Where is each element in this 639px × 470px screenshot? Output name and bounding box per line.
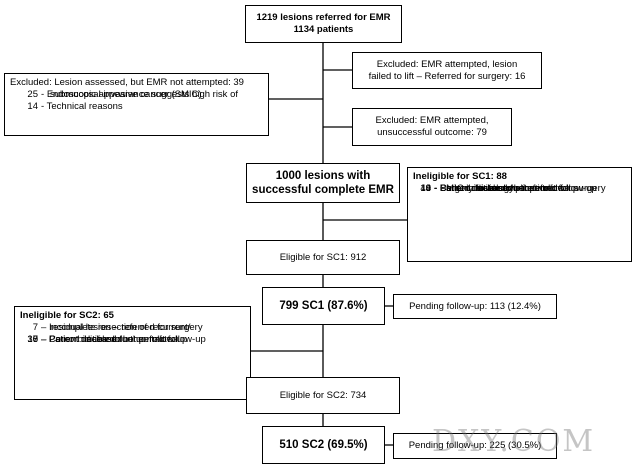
item-count: 10 bbox=[420, 183, 431, 194]
box-excluded-unsuccessful: Excluded: EMR attempted, unsuccessful ou… bbox=[352, 108, 512, 146]
failed-lift-line-1: Excluded: EMR attempted, lesion bbox=[376, 58, 518, 70]
item-desc: Comorbidities do not permit follow-up bbox=[439, 183, 597, 194]
list-item-continuation: residual lesion – referred for surgery bbox=[20, 322, 245, 334]
pending-sc1-label: Pending follow-up: 113 (12.4%) bbox=[409, 300, 541, 312]
item-count: 9 bbox=[425, 183, 431, 194]
item-desc: Endoscopic appearance suggests high risk… bbox=[46, 89, 238, 100]
item-desc: Patient unable to be contacted bbox=[439, 183, 569, 194]
item-desc: Technical reasons bbox=[46, 101, 123, 112]
item-desc-cont: residual lesion – referred for surgery bbox=[50, 322, 203, 333]
eligible-sc1-label: Eligible for SC1: 912 bbox=[279, 251, 367, 263]
box-eligible-sc2: Eligible for SC2: 734 bbox=[246, 377, 400, 414]
item-count: 4 bbox=[425, 183, 431, 194]
successful-line-1: 1000 lesions with bbox=[275, 170, 371, 182]
unsuccessful-line-1: Excluded: EMR attempted, bbox=[375, 115, 489, 126]
box-ineligible-sc1: Ineligible for SC1: 88 43- SMIC in histo… bbox=[407, 167, 632, 262]
item-desc-cont: submucosal invasive cancer (SMIC) bbox=[50, 89, 202, 100]
sc1-label: 799 SC1 (87.6%) bbox=[279, 300, 368, 312]
box-pending-sc2: Pending follow-up: 225 (30.5%) bbox=[393, 433, 557, 459]
pending-sc2-label: Pending follow-up: 225 (30.5%) bbox=[408, 440, 542, 451]
item-count: 25 bbox=[27, 89, 38, 100]
item-desc: Patient deceased bbox=[439, 183, 514, 194]
box-sc1: 799 SC1 (87.6%) bbox=[262, 287, 385, 325]
ineligible-sc1-heading: Ineligible for SC1: 88 bbox=[413, 171, 507, 182]
item-count: 5 bbox=[32, 334, 38, 345]
item-desc: Comorbidities do not permit follow-up bbox=[48, 334, 206, 345]
unsuccessful-line-2: unsuccessful outcome: 79 bbox=[377, 127, 487, 138]
item-count: 9 bbox=[425, 183, 431, 194]
item-count: 10 bbox=[27, 334, 38, 345]
item-count: 6 bbox=[32, 334, 38, 345]
referred-line-2: 1134 patients bbox=[293, 24, 354, 35]
item-desc: Patient declined further follow-up bbox=[439, 183, 579, 194]
item-desc: Patient unable to be contacted bbox=[48, 334, 178, 345]
box-excluded-not-attempted: Excluded: Lesion assessed, but EMR not a… bbox=[4, 73, 269, 136]
sc2-label: 510 SC2 (69.5%) bbox=[279, 439, 368, 451]
item-count: 14 bbox=[27, 101, 38, 112]
box-successful-emr: 1000 lesions with successful complete EM… bbox=[246, 163, 400, 203]
ineligible-sc2-heading: Ineligible for SC2: 65 bbox=[20, 310, 114, 321]
item-desc: Incomplete resection of recurrent/ bbox=[48, 322, 191, 333]
box-ineligible-sc2: Ineligible for SC2: 65 7– Incomplete res… bbox=[14, 306, 251, 400]
box-pending-sc1: Pending follow-up: 113 (12.4%) bbox=[393, 294, 557, 319]
box-sc2: 510 SC2 (69.5%) bbox=[262, 426, 385, 464]
item-count: 13 bbox=[420, 183, 431, 194]
excluded-not-attempted-heading: Excluded: Lesion assessed, but EMR not a… bbox=[10, 77, 244, 88]
item-count: 37 bbox=[27, 334, 38, 345]
item-count: 43 bbox=[420, 183, 431, 194]
item-desc: Patient deceased bbox=[48, 334, 123, 345]
box-lesions-referred: 1219 lesions referred for EMR 1134 patie… bbox=[245, 5, 402, 43]
item-desc: Surgery for a complication bbox=[439, 183, 551, 194]
item-count: 7 bbox=[32, 322, 38, 333]
referred-line-1: 1219 lesions referred for EMR bbox=[256, 12, 391, 23]
box-excluded-failed-lift: Excluded: EMR attempted, lesion failed t… bbox=[352, 52, 542, 89]
successful-line-2: successful complete EMR bbox=[252, 184, 394, 196]
item-desc: Patient declined further follow-up bbox=[48, 334, 188, 345]
box-eligible-sc1: Eligible for SC1: 912 bbox=[246, 240, 400, 275]
eligible-sc2-label: Eligible for SC2: 734 bbox=[279, 389, 367, 401]
item-desc: SMIC in histology – referred for surgery bbox=[439, 183, 606, 194]
list-item-continuation: submucosal invasive cancer (SMIC) bbox=[20, 89, 263, 101]
failed-lift-line-2: failed to lift – Referred for surgery: 1… bbox=[368, 70, 526, 82]
